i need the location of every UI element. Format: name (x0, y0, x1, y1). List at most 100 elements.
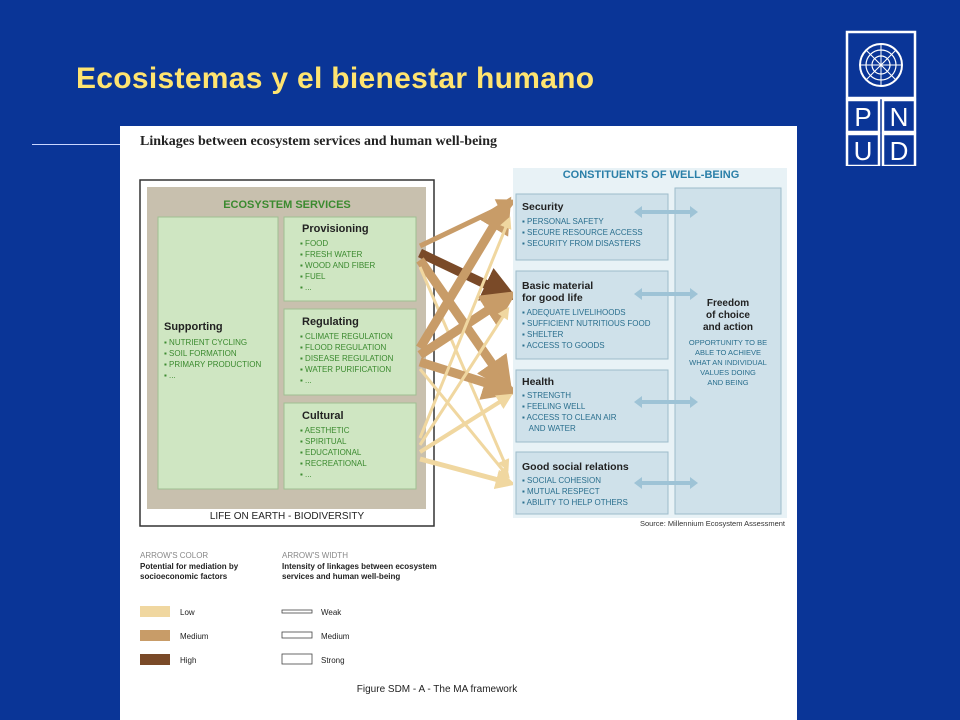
provisioning-item: ▪ WOOD AND FIBER (300, 261, 376, 270)
supporting-item: ▪ PRIMARY PRODUCTION (164, 360, 261, 369)
regulating-item: ▪ ... (300, 376, 312, 385)
freedom-title-line: of choice (706, 310, 750, 321)
legend-color-label: Medium (180, 632, 209, 641)
legend-width-subtitle: services and human well-being (282, 572, 400, 581)
legend-width-label: Medium (321, 632, 350, 641)
figure-heading: Linkages between ecosystem services and … (140, 134, 497, 149)
cultural-item: ▪ SPIRITUAL (300, 437, 347, 446)
double-arrow-icon (634, 288, 698, 300)
freedom-body-line: OPPORTUNITY TO BE (689, 338, 767, 347)
health-item: ▪ FEELING WELL (522, 402, 586, 411)
logo-emblem-frame (845, 30, 917, 100)
security-item: ▪ SECURITY FROM DISASTERS (522, 239, 641, 248)
legend-color-subtitle: Potential for mediation by (140, 562, 239, 571)
double-arrow-icon (634, 477, 698, 489)
legend-color-heading: ARROW'S COLOR (140, 551, 208, 560)
provisioning-title: Provisioning (302, 223, 369, 235)
arrow-provisioning-health (416, 257, 513, 393)
legend-color-label: Low (180, 608, 195, 617)
legend-color-subtitle: socioeconomic factors (140, 572, 228, 581)
regulating-item: ▪ WATER PURIFICATION (300, 365, 391, 374)
arrow-provisioning-social (418, 266, 510, 472)
legend-width-medium (281, 631, 313, 639)
legend-width-strong (281, 653, 313, 665)
cultural-item: ▪ RECREATIONAL (300, 459, 367, 468)
legend-swatch-low (140, 606, 170, 617)
supporting-item: ▪ SOIL FORMATION (164, 349, 237, 358)
ma-framework-figure: Linkages between ecosystem services and … (120, 126, 797, 720)
health-item: ▪ ACCESS TO CLEAN AIR (522, 413, 617, 422)
arrow-cultural-basic (418, 306, 510, 446)
freedom-title-line: Freedom (707, 298, 749, 309)
social-relations-item: ▪ MUTUAL RESPECT (522, 487, 600, 496)
double-arrow-icon (634, 206, 698, 218)
basic-material-box (515, 270, 669, 360)
logo-letter: U (854, 136, 873, 166)
security-item: ▪ PERSONAL SAFETY (522, 217, 604, 226)
cultural-item: ▪ AESTHETIC (300, 426, 350, 435)
arrow-regulating-security (416, 196, 512, 351)
well-being-title: CONSTITUENTS OF WELL-BEING (563, 169, 740, 181)
regulating-box (283, 308, 417, 396)
legend-width-label: Weak (321, 608, 342, 617)
freedom-box (674, 187, 782, 515)
freedom-link-arrows (634, 206, 698, 489)
supporting-box (157, 216, 279, 490)
arrow-regulating-health (418, 357, 520, 400)
arrow-cultural-health (418, 393, 513, 454)
basic-material-item: ▪ SHELTER (522, 330, 564, 339)
freedom-body-line: WHAT AN INDIVIDUAL (689, 358, 767, 367)
life-on-earth-label: LIFE ON EARTH - BIODIVERSITY (210, 511, 365, 522)
un-emblem-icon (859, 43, 903, 87)
cultural-title: Cultural (302, 410, 344, 422)
arrow-cultural-security (418, 216, 512, 439)
provisioning-box (283, 216, 417, 302)
supporting-item: ▪ ... (164, 371, 176, 380)
title-divider (32, 144, 120, 145)
regulating-item: ▪ CLIMATE REGULATION (300, 332, 393, 341)
health-item: AND WATER (522, 424, 576, 433)
linkage-arrows (416, 196, 520, 490)
health-box (515, 369, 669, 443)
provisioning-item: ▪ FOOD (300, 239, 328, 248)
regulating-item: ▪ DISEASE REGULATION (300, 354, 394, 363)
source-note: Source: Millennium Ecosystem Assessment (640, 519, 786, 528)
legend-swatch-high (140, 654, 170, 665)
security-item: ▪ SECURE RESOURCE ACCESS (522, 228, 643, 237)
legend-width-subtitle: Intensity of linkages between ecosystem (282, 562, 437, 571)
health-title: Health (522, 376, 554, 388)
supporting-item: ▪ NUTRIENT CYCLING (164, 338, 247, 347)
logo-letter: D (890, 136, 909, 166)
cultural-box (283, 402, 417, 490)
freedom-title-line: and action (703, 322, 753, 333)
regulating-item: ▪ FLOOD REGULATION (300, 343, 386, 352)
basic-material-item: ▪ SUFFICIENT NUTRITIOUS FOOD (522, 319, 651, 328)
security-title: Security (522, 201, 564, 213)
health-item: ▪ STRENGTH (522, 391, 571, 400)
basic-material-item: ▪ ADEQUATE LIVELIHOODS (522, 308, 626, 317)
basic-material-title-line: Basic material (522, 280, 593, 292)
basic-material-item: ▪ ACCESS TO GOODS (522, 341, 605, 350)
social-relations-item: ▪ SOCIAL COHESION (522, 476, 601, 485)
logo-letter: N (890, 102, 909, 132)
supporting-title: Supporting (164, 321, 223, 333)
figure-caption: Figure SDM - A - The MA framework (357, 684, 518, 695)
arrow-cultural-social (419, 456, 516, 490)
ecosystem-services-title: ECOSYSTEM SERVICES (223, 199, 351, 211)
arrow-regulating-social (418, 368, 510, 479)
legend-width-heading: ARROW'S WIDTH (282, 551, 348, 560)
double-arrow-icon (634, 396, 698, 408)
slide-title: Ecosistemas y el bienestar humano (76, 62, 595, 95)
provisioning-item: ▪ FRESH WATER (300, 250, 363, 259)
regulating-title: Regulating (302, 316, 359, 328)
arrow-regulating-basic (417, 291, 518, 359)
freedom-body-line: ABLE TO ACHIEVE (695, 348, 761, 357)
social-relations-title: Good social relations (522, 461, 629, 473)
cultural-item: ▪ EDUCATIONAL (300, 448, 362, 457)
pnud-logo: P N U D (845, 30, 917, 166)
security-box (515, 193, 669, 261)
provisioning-item: ▪ FUEL (300, 272, 326, 281)
legend-width-label: Strong (321, 656, 345, 665)
freedom-body-line: AND BEING (707, 378, 748, 387)
legend-swatch-medium (140, 630, 170, 641)
